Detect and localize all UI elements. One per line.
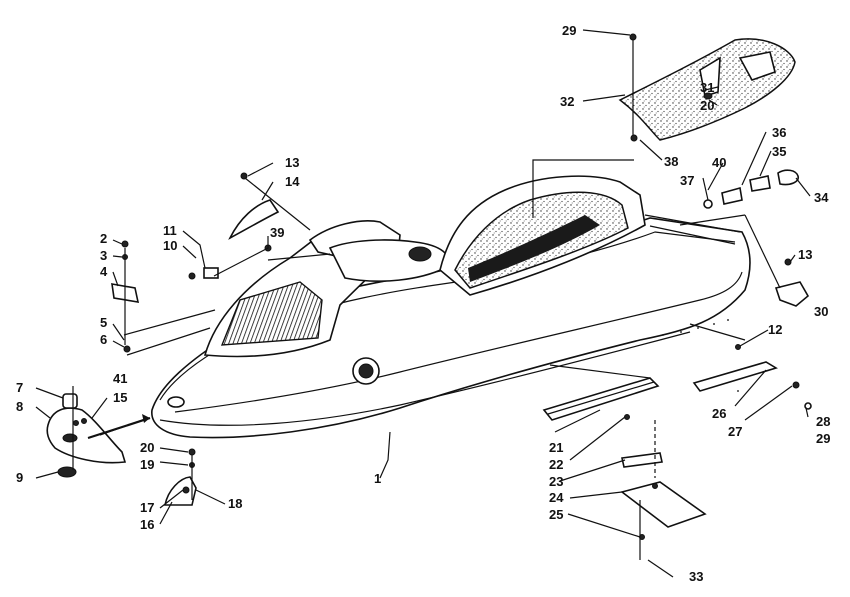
callout-17: 17: [140, 500, 154, 515]
rub-rail: [692, 361, 778, 392]
callout-29-right: 29: [816, 431, 830, 446]
callout-7: 7: [16, 380, 23, 395]
callout-24: 24: [549, 490, 564, 505]
callout-labels: 29 32 31 20 38 36 35 34 40 37 13 14 39 1…: [16, 23, 830, 584]
callout-9: 9: [16, 470, 23, 485]
callout-39: 39: [270, 225, 284, 240]
callout-19: 19: [140, 457, 154, 472]
callout-2: 2: [100, 231, 107, 246]
small-plate: [621, 452, 663, 468]
callout-16: 16: [140, 517, 154, 532]
callout-31: 31: [700, 80, 714, 95]
callout-27: 27: [728, 424, 742, 439]
clip: [774, 281, 810, 307]
plate: [620, 481, 707, 528]
callout-11: 11: [163, 223, 177, 238]
hood-piece: [228, 199, 280, 240]
callout-36: 36: [772, 125, 786, 140]
callout-30: 30: [814, 304, 828, 319]
callout-23: 23: [549, 474, 563, 489]
callout-41: 41: [113, 371, 127, 386]
callout-13-top: 13: [285, 155, 299, 170]
callout-15: 15: [113, 390, 127, 405]
callout-12: 12: [768, 322, 782, 337]
callout-4: 4: [100, 264, 108, 279]
callout-29: 29: [562, 23, 576, 38]
callout-35: 35: [772, 144, 786, 159]
callout-18: 18: [228, 496, 242, 511]
callout-38: 38: [664, 154, 678, 169]
callout-22: 22: [549, 457, 563, 472]
trim-strip: [542, 377, 660, 421]
callout-20-seat: 20: [700, 98, 714, 113]
bumper-assembly: [46, 393, 127, 478]
callout-28: 28: [816, 414, 830, 429]
callout-8: 8: [16, 399, 23, 414]
callout-5: 5: [100, 315, 107, 330]
callout-26: 26: [712, 406, 726, 421]
callout-32: 32: [560, 94, 574, 109]
callout-3: 3: [100, 248, 107, 263]
callout-10: 10: [163, 238, 177, 253]
leader-lines: [35, 29, 811, 578]
hull: [151, 175, 751, 439]
callout-20-front: 20: [140, 440, 154, 455]
callout-21: 21: [549, 440, 563, 455]
callout-34: 34: [814, 190, 829, 205]
callout-33: 33: [689, 569, 703, 584]
callout-40: 40: [712, 155, 726, 170]
callout-13-right: 13: [798, 247, 812, 262]
callout-1: 1: [374, 471, 381, 486]
callout-14: 14: [285, 174, 300, 189]
callout-37: 37: [680, 173, 694, 188]
callout-25: 25: [549, 507, 563, 522]
callout-6: 6: [100, 332, 107, 347]
handle: [777, 169, 800, 186]
